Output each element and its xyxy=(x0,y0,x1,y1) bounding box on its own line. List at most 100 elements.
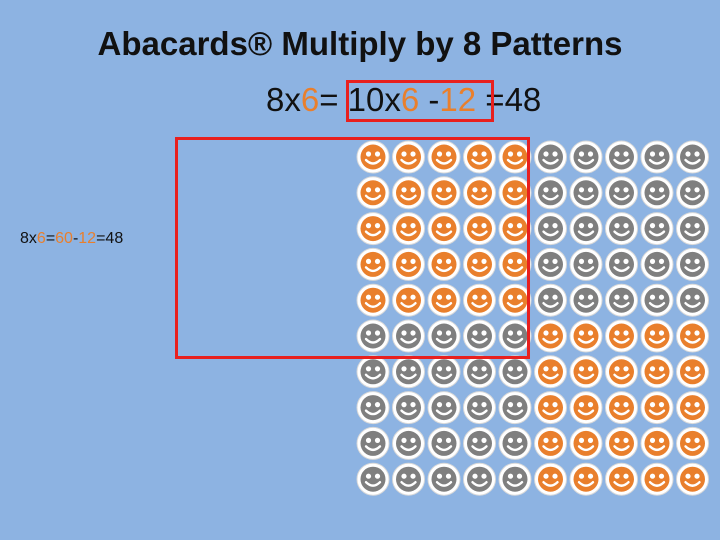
orange-smiley-icon xyxy=(640,462,674,496)
orange-smiley-icon xyxy=(569,355,603,389)
orange-smiley-icon xyxy=(676,391,709,425)
gray-smiley-icon xyxy=(534,140,567,174)
gray-smiley-icon xyxy=(676,247,709,281)
gray-smiley-icon xyxy=(463,462,496,496)
eq-part: - xyxy=(419,81,440,118)
gray-smiley-icon xyxy=(463,391,496,425)
orange-smiley-icon xyxy=(463,176,496,210)
gray-smiley-icon xyxy=(676,212,709,246)
side-eq-part-highlight: 6 xyxy=(36,230,46,247)
gray-smiley-icon xyxy=(498,391,532,425)
orange-smiley-icon xyxy=(569,462,603,496)
gray-smiley-icon xyxy=(356,355,390,389)
orange-smiley-icon xyxy=(392,212,425,246)
gray-smiley-icon xyxy=(676,140,709,174)
gray-smiley-icon xyxy=(498,426,532,460)
orange-smiley-icon xyxy=(569,319,603,353)
orange-smiley-icon xyxy=(463,140,496,174)
eq-part-highlight: 6 xyxy=(400,81,420,118)
eq-part-highlight: 12 xyxy=(439,81,477,118)
eq-part: =48 xyxy=(476,81,542,118)
gray-smiley-icon xyxy=(534,176,567,210)
orange-smiley-icon xyxy=(498,212,532,246)
gray-smiley-icon xyxy=(640,140,674,174)
orange-smiley-icon xyxy=(640,426,674,460)
equation-highlight-box xyxy=(346,80,494,122)
orange-smiley-icon xyxy=(392,283,425,317)
side-eq-part: 8x xyxy=(20,230,37,247)
orange-smiley-icon xyxy=(605,462,638,496)
orange-smiley-icon xyxy=(605,391,638,425)
gray-smiley-icon xyxy=(534,283,567,317)
gray-smiley-icon xyxy=(605,247,638,281)
gray-smiley-icon xyxy=(356,462,390,496)
gray-smiley-icon xyxy=(534,247,567,281)
gray-smiley-icon xyxy=(498,462,532,496)
orange-smiley-icon xyxy=(463,212,496,246)
orange-smiley-icon xyxy=(463,247,496,281)
gray-smiley-icon xyxy=(356,391,390,425)
orange-smiley-icon xyxy=(569,426,603,460)
side-eq-part: =48 xyxy=(96,230,124,247)
orange-smiley-icon xyxy=(392,247,425,281)
gray-smiley-icon xyxy=(392,319,425,353)
orange-smiley-icon xyxy=(676,462,709,496)
orange-smiley-icon xyxy=(427,176,461,210)
eq-part: = xyxy=(319,81,348,118)
orange-smiley-icon xyxy=(427,212,461,246)
side-equation: 8x6=60-12=48 xyxy=(20,230,123,248)
gray-smiley-icon xyxy=(427,462,461,496)
orange-smiley-icon xyxy=(605,319,638,353)
gray-smiley-icon xyxy=(427,426,461,460)
orange-smiley-icon xyxy=(356,176,390,210)
smiley-grid xyxy=(356,140,709,496)
orange-smiley-icon xyxy=(640,355,674,389)
gray-smiley-icon xyxy=(605,140,638,174)
orange-smiley-icon xyxy=(640,391,674,425)
gray-smiley-icon xyxy=(640,247,674,281)
orange-smiley-icon xyxy=(676,319,709,353)
page-title: Abacards® Multiply by 8 Patterns xyxy=(97,25,623,62)
gray-smiley-icon xyxy=(605,283,638,317)
side-eq-part: - xyxy=(72,230,79,247)
orange-smiley-icon xyxy=(534,391,567,425)
orange-smiley-icon xyxy=(569,391,603,425)
gray-smiley-icon xyxy=(534,212,567,246)
gray-smiley-icon xyxy=(569,247,603,281)
orange-smiley-icon xyxy=(498,283,532,317)
orange-smiley-icon xyxy=(534,426,567,460)
gray-smiley-icon xyxy=(392,426,425,460)
gray-smiley-icon xyxy=(640,176,674,210)
side-eq-part-highlight: 60 xyxy=(55,230,73,247)
gray-smiley-icon xyxy=(463,319,496,353)
orange-smiley-icon xyxy=(356,283,390,317)
orange-smiley-icon xyxy=(392,140,425,174)
eq-part: 10x xyxy=(347,81,401,118)
gray-smiley-icon xyxy=(640,283,674,317)
orange-smiley-icon xyxy=(605,355,638,389)
orange-smiley-icon xyxy=(463,283,496,317)
side-eq-part: = xyxy=(45,230,56,247)
orange-smiley-icon xyxy=(356,247,390,281)
orange-smiley-icon xyxy=(356,140,390,174)
gray-smiley-icon xyxy=(427,319,461,353)
orange-smiley-icon xyxy=(534,355,567,389)
orange-smiley-icon xyxy=(534,319,567,353)
gray-smiley-icon xyxy=(605,176,638,210)
orange-smiley-icon xyxy=(498,247,532,281)
eq-part-highlight: 6 xyxy=(300,81,320,118)
gray-smiley-icon xyxy=(427,355,461,389)
orange-smiley-icon xyxy=(676,426,709,460)
gray-smiley-icon xyxy=(392,391,425,425)
orange-smiley-icon xyxy=(640,319,674,353)
gray-smiley-icon xyxy=(392,355,425,389)
gray-smiley-icon xyxy=(676,283,709,317)
gray-smiley-icon xyxy=(676,176,709,210)
orange-smiley-icon xyxy=(498,176,532,210)
gray-smiley-icon xyxy=(356,319,390,353)
gray-smiley-icon xyxy=(640,212,674,246)
orange-smiley-icon xyxy=(356,212,390,246)
eq-part: 8x xyxy=(266,81,301,118)
gray-smiley-icon xyxy=(498,319,532,353)
main-equation: 8x6= 10x6 -12 =48 xyxy=(266,80,541,120)
